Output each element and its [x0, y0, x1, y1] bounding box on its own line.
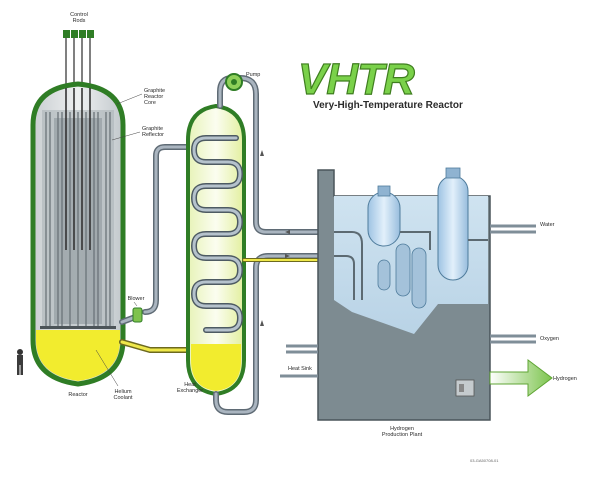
- worker-figure-icon: [17, 349, 23, 375]
- diagram-subtitle: Very-High-Temperature Reactor: [313, 100, 463, 111]
- svg-text:Reactor: Reactor: [144, 94, 163, 100]
- svg-text:Hydrogen: Hydrogen: [553, 376, 577, 382]
- svg-text:Coolant: Coolant: [114, 395, 133, 401]
- label-pump: Pump: [246, 72, 260, 78]
- svg-text:Graphite: Graphite: [144, 88, 165, 94]
- plant-io-lines: [286, 224, 536, 354]
- piping-primary: [119, 144, 199, 353]
- pump-icon: [225, 73, 243, 91]
- svg-text:Rods: Rods: [73, 18, 86, 24]
- svg-text:Exchanger: Exchanger: [177, 388, 203, 394]
- label-helium-coolant: Helium Coolant: [95, 349, 133, 401]
- svg-text:Heat: Heat: [184, 382, 196, 388]
- label-reactor: Reactor: [68, 392, 87, 398]
- svg-text:Water: Water: [540, 222, 555, 228]
- hydrogen-arrow-icon: [489, 359, 553, 397]
- diagram-title: VHTR: [298, 55, 415, 104]
- blower-icon: [132, 307, 143, 323]
- label-graphite-core: Graphite Reactor Core: [116, 88, 165, 106]
- label-graphite-reflector: Graphite Reflector: [111, 126, 164, 141]
- svg-text:Oxygen: Oxygen: [540, 336, 559, 342]
- label-heat-exchanger: Heat Exchanger: [177, 382, 203, 394]
- svg-text:Hydrogen: Hydrogen: [390, 426, 414, 432]
- svg-text:Blower: Blower: [128, 296, 145, 302]
- svg-text:Pump: Pump: [246, 72, 260, 78]
- flow-arrows: [260, 150, 290, 326]
- piping-secondary: [213, 75, 333, 415]
- svg-text:Core: Core: [144, 100, 156, 106]
- hydrogen-plant: [317, 167, 491, 421]
- label-hydrogen: Hydrogen: [553, 376, 577, 382]
- svg-text:Control: Control: [70, 12, 88, 18]
- svg-text:Heat Sink: Heat Sink: [288, 366, 312, 372]
- control-rod-drives: [63, 30, 94, 88]
- plant-tanks: [367, 167, 469, 309]
- label-heat-sink: Heat Sink: [280, 366, 318, 378]
- label-blower: Blower: [128, 296, 145, 307]
- heat-exchanger: [186, 103, 246, 397]
- svg-text:Production Plant: Production Plant: [382, 432, 423, 438]
- svg-text:Helium: Helium: [114, 389, 132, 395]
- reactor-vessel: [30, 30, 126, 387]
- svg-text:Reactor: Reactor: [68, 392, 87, 398]
- label-water: Water: [540, 222, 555, 228]
- figure-credit: 03-GA50708-01: [470, 458, 499, 463]
- svg-text:Graphite: Graphite: [142, 126, 163, 132]
- label-hydrogen-plant: Hydrogen Production Plant: [382, 426, 423, 438]
- label-control-rods: Control Rods: [70, 12, 88, 24]
- label-oxygen: Oxygen: [540, 336, 559, 342]
- svg-text:Reflector: Reflector: [142, 132, 164, 138]
